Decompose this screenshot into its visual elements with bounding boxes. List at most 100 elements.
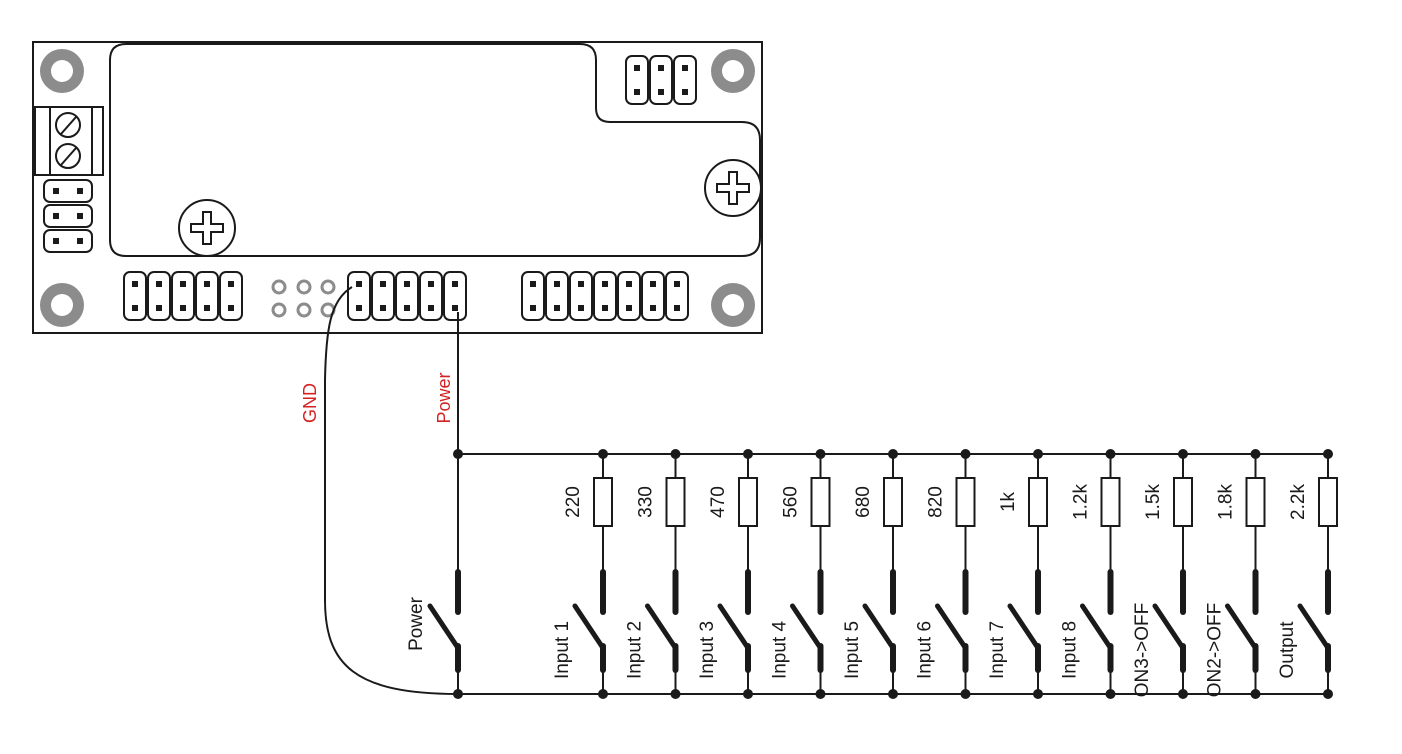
adjust-screw-left — [178, 199, 236, 257]
via-hole — [271, 302, 287, 318]
resistor — [1173, 477, 1193, 527]
switch-lever — [935, 603, 968, 651]
junction-dot — [815, 689, 826, 699]
switch-lever — [717, 603, 751, 651]
adjust-screw-right — [704, 159, 762, 217]
switch-label: Input 2 — [625, 621, 646, 679]
switch-label: Output — [1277, 621, 1298, 679]
pin-headers — [43, 55, 697, 321]
resistor-value: 1.5k — [1143, 484, 1164, 520]
board-outline — [32, 41, 763, 334]
junction-dots — [453, 449, 1333, 699]
resistor — [1318, 477, 1338, 527]
unpopulated-holes — [271, 279, 336, 318]
junction-dot — [1033, 449, 1043, 459]
screw-terminal — [34, 106, 104, 176]
resistor — [593, 477, 613, 527]
switch-lever — [645, 603, 678, 651]
junction-dot — [670, 449, 681, 459]
junction-dot — [1033, 689, 1043, 699]
resistor — [883, 477, 903, 527]
resistor — [1100, 477, 1121, 527]
resistor-value: 680 — [853, 486, 874, 518]
header-bottom-3 — [521, 271, 689, 321]
junction-dot — [1323, 689, 1333, 699]
junction-dot — [960, 689, 971, 699]
switch-lever — [862, 603, 896, 651]
switch-branch: Power — [406, 569, 461, 694]
resistor-value: 820 — [926, 486, 947, 518]
switch-lever — [1007, 603, 1041, 651]
junction-dot — [598, 449, 608, 459]
junction-dot — [815, 449, 826, 459]
switch-lever — [1152, 603, 1186, 651]
junction-dot — [1178, 449, 1188, 459]
via-hole — [271, 279, 287, 295]
junction-dot — [1323, 449, 1333, 459]
junction-dot — [1105, 449, 1116, 459]
junction-dot — [453, 689, 463, 699]
mount-hole-bottom-right — [711, 283, 755, 327]
junction-dot — [743, 689, 753, 699]
resistor — [810, 477, 831, 527]
junction-dot — [453, 449, 463, 459]
resistor-value: 220 — [563, 486, 584, 518]
switch-label: Input 3 — [697, 621, 718, 679]
header-left — [43, 179, 93, 253]
junction-dot — [743, 449, 753, 459]
switch-lever — [1297, 603, 1331, 651]
mount-hole-top-right — [711, 49, 755, 93]
board-inner-outline — [109, 43, 761, 257]
resistor — [665, 477, 686, 527]
gnd-wire — [324, 286, 459, 695]
resistor-value: 470 — [708, 486, 729, 518]
resistor — [738, 477, 758, 527]
mount-hole-top-left — [40, 49, 84, 93]
resistor-value: 1k — [998, 491, 1019, 512]
switch-label: ON2->OFF — [1205, 603, 1226, 697]
header-bottom-2 — [347, 271, 467, 321]
header-bottom-1 — [123, 271, 243, 321]
mount-holes — [40, 49, 755, 327]
resistor-value: 2.2k — [1288, 484, 1309, 520]
junction-dot — [960, 449, 971, 459]
switch-lever — [572, 603, 606, 651]
switch-label: Input 4 — [770, 621, 791, 680]
switch-label: Input 8 — [1060, 621, 1081, 679]
mount-hole-bottom-left — [40, 283, 84, 327]
resistor — [1245, 477, 1266, 527]
junction-dot — [598, 689, 608, 699]
via-hole — [296, 302, 312, 318]
switch-label: Input 5 — [842, 621, 863, 679]
junction-dot — [1250, 689, 1261, 699]
junction-dot — [670, 689, 681, 699]
switch-lever — [1225, 603, 1258, 651]
resistor — [1028, 477, 1048, 527]
via-hole — [296, 279, 312, 295]
pcb-board — [32, 41, 763, 334]
switch-label: Input 6 — [915, 621, 936, 679]
resistor-value: 1.2k — [1071, 484, 1092, 520]
switch-label: Power — [406, 596, 427, 651]
via-hole — [320, 279, 336, 295]
junction-dot — [1178, 689, 1188, 699]
resistor — [955, 477, 976, 527]
gnd-wire-label: GND — [300, 383, 320, 423]
resistor-value: 1.8k — [1216, 484, 1237, 520]
switch-label: Input 7 — [987, 621, 1008, 679]
switch-lever — [790, 603, 823, 651]
junction-dot — [888, 449, 898, 459]
resistor-value: 330 — [636, 486, 657, 518]
switch-lever — [427, 603, 461, 651]
